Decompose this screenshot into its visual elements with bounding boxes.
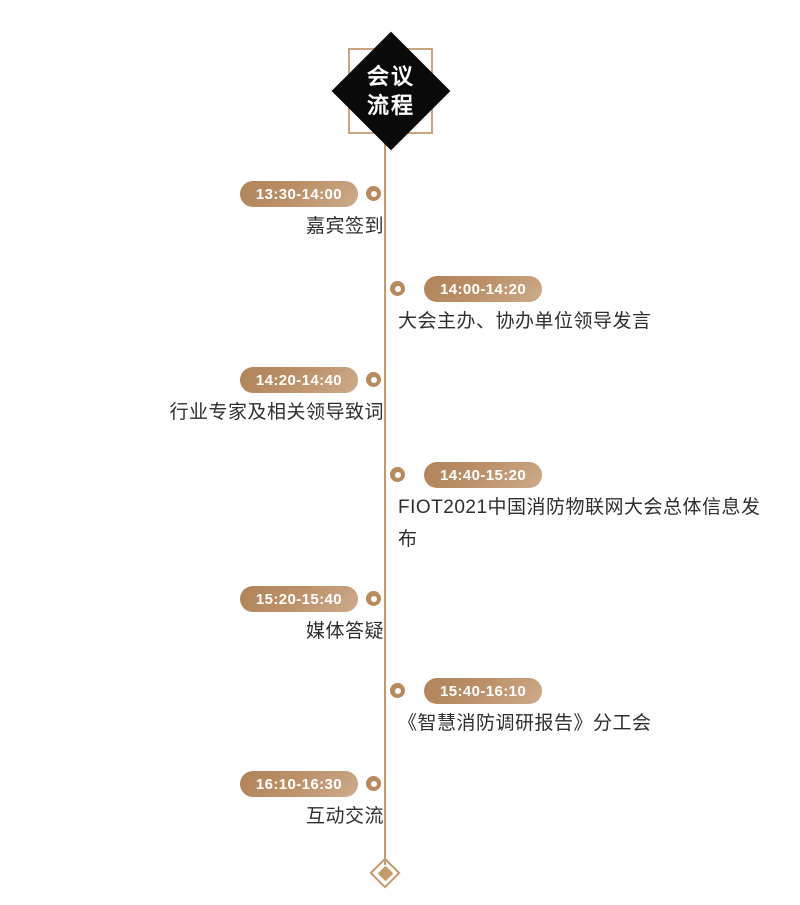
timeline-description: 媒体答疑 [305,621,384,642]
timeline-marker-icon [366,372,381,387]
timeline-marker-icon [366,186,381,201]
timeline-end-diamond-icon [369,857,401,889]
timeline-description: 互动交流 [305,806,384,827]
timeline-time-badge: 15:20-15:40 [239,586,358,612]
timeline-marker-icon [366,776,381,791]
timeline-marker-icon [390,281,405,296]
header-badge: 会议 流程 [331,31,451,151]
timeline-time-badge: 14:00-14:20 [424,276,543,302]
timeline-marker-icon [390,467,405,482]
timeline-time-badge: 14:40-15:20 [424,462,543,488]
timeline-marker-icon [390,683,405,698]
timeline-time-badge: 16:10-16:30 [239,771,358,797]
timeline-time-badge: 15:40-16:10 [424,678,543,704]
timeline-description: 《智慧消防调研报告》分工会 [398,713,652,734]
timeline-time-badge: 14:20-14:40 [239,367,358,393]
timeline-description: FIOT2021中国消防物联网大会总体信息发布 [398,497,761,550]
timeline-spine [384,130,386,865]
page-title-line-2: 流程 [366,93,415,118]
page-title-line-1: 会议 [366,63,415,89]
timeline-description: 嘉宾签到 [305,216,384,237]
timeline-description: 大会主办、协办单位领导发言 [398,311,652,332]
timeline-marker-icon [366,591,381,606]
page-title: 会议 流程 [333,33,449,149]
timeline-description: 行业专家及相关领导致词 [169,402,384,423]
timeline-time-badge: 13:30-14:00 [239,181,358,207]
